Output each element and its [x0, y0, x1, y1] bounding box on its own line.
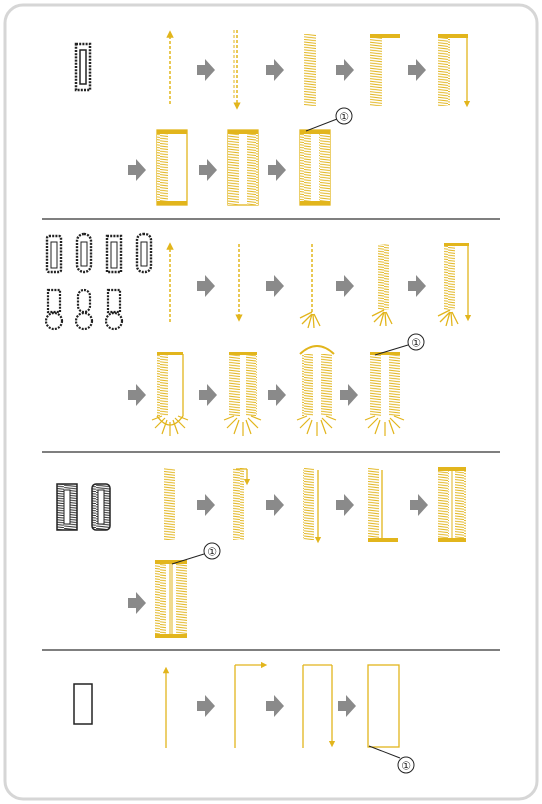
round-both-ends-buttonhole-icon — [75, 232, 93, 274]
step-rounded-both — [223, 352, 262, 436]
arrow-icon — [197, 695, 215, 717]
step-line-up-right — [234, 661, 268, 748]
arrow-icon — [197, 494, 215, 516]
step-dashed-down — [233, 30, 241, 110]
arrow-icon — [408, 59, 426, 81]
callout-circle — [203, 542, 221, 560]
step-complete-round — [364, 352, 405, 436]
arrow-icon — [199, 384, 217, 406]
step-both-sides — [438, 467, 466, 542]
heirloom-buttonhole-icon — [91, 483, 111, 531]
callout-label: ① — [339, 111, 349, 124]
step-zigzag-round — [371, 244, 393, 327]
bound-buttonhole-icon — [73, 683, 93, 725]
step-closed-rectangle — [367, 664, 400, 748]
callout-label: ① — [401, 760, 411, 773]
keyhole-buttonhole-icon — [44, 288, 64, 331]
stretch-buttonhole-icon — [56, 483, 78, 531]
section-stretch-buttonholes: ① — [56, 467, 466, 638]
step-right-zigzag — [156, 129, 188, 206]
step-bartack-right — [233, 468, 251, 540]
step-complete-stretch — [155, 560, 187, 638]
step-rounded-both-ends — [296, 345, 337, 436]
rounded-end-buttonhole-icon — [135, 232, 153, 274]
callout-circle — [397, 756, 415, 774]
square-buttonhole-icon — [74, 42, 92, 92]
outer-frame — [3, 3, 539, 801]
callout-label: ① — [411, 337, 421, 350]
arrow-icon — [408, 275, 426, 297]
square-end-buttonhole-icon — [105, 234, 123, 274]
step-down-right — [303, 468, 322, 544]
arrow-icon — [336, 494, 354, 516]
arrow-icon — [128, 384, 146, 406]
step-down-right — [438, 34, 471, 108]
callout-circle — [407, 333, 425, 351]
callout-leader — [305, 118, 338, 132]
arrow-icon — [197, 59, 215, 81]
callout-leader — [368, 745, 401, 759]
section-round-keyhole-buttonholes: ① — [44, 232, 472, 436]
arrow-icon — [266, 275, 284, 297]
arrow-icon — [266, 59, 284, 81]
step-zigzag-left — [304, 34, 316, 106]
arrow-icon — [266, 494, 284, 516]
callout-label: ① — [207, 546, 217, 559]
arrow-icon — [340, 384, 358, 406]
keyhole-square-buttonhole-icon — [104, 288, 124, 331]
step-rounded-u — [151, 352, 189, 436]
step-bartack-down — [437, 243, 472, 327]
callout-leader — [171, 553, 205, 565]
arrow-icon — [268, 159, 286, 181]
step-complete — [299, 129, 331, 206]
arrow-icon — [268, 384, 286, 406]
arrow-icon — [128, 159, 146, 181]
arrow-icon — [336, 59, 354, 81]
step-both-sides — [227, 129, 259, 206]
section-square-buttonhole: ① — [74, 30, 471, 206]
arrow-icon — [197, 275, 215, 297]
section-bound-buttonhole: ① — [73, 661, 415, 774]
step-bartack-top — [370, 34, 400, 106]
arrow-icon — [410, 494, 428, 516]
step-round-end — [299, 244, 321, 329]
round-end-buttonhole-icon — [45, 234, 63, 274]
callout-leader — [374, 344, 409, 356]
step-line-up-right-down — [302, 664, 336, 748]
step-bottom-bartack — [368, 468, 398, 542]
arrow-icon — [128, 592, 146, 614]
step-zigzag-left — [164, 468, 175, 540]
arrow-icon — [336, 275, 354, 297]
arrow-icon — [199, 159, 217, 181]
keyhole-round-buttonhole-icon — [74, 288, 94, 331]
arrow-icon — [266, 695, 284, 717]
arrow-icon — [338, 695, 356, 717]
callout-circle — [335, 107, 353, 125]
